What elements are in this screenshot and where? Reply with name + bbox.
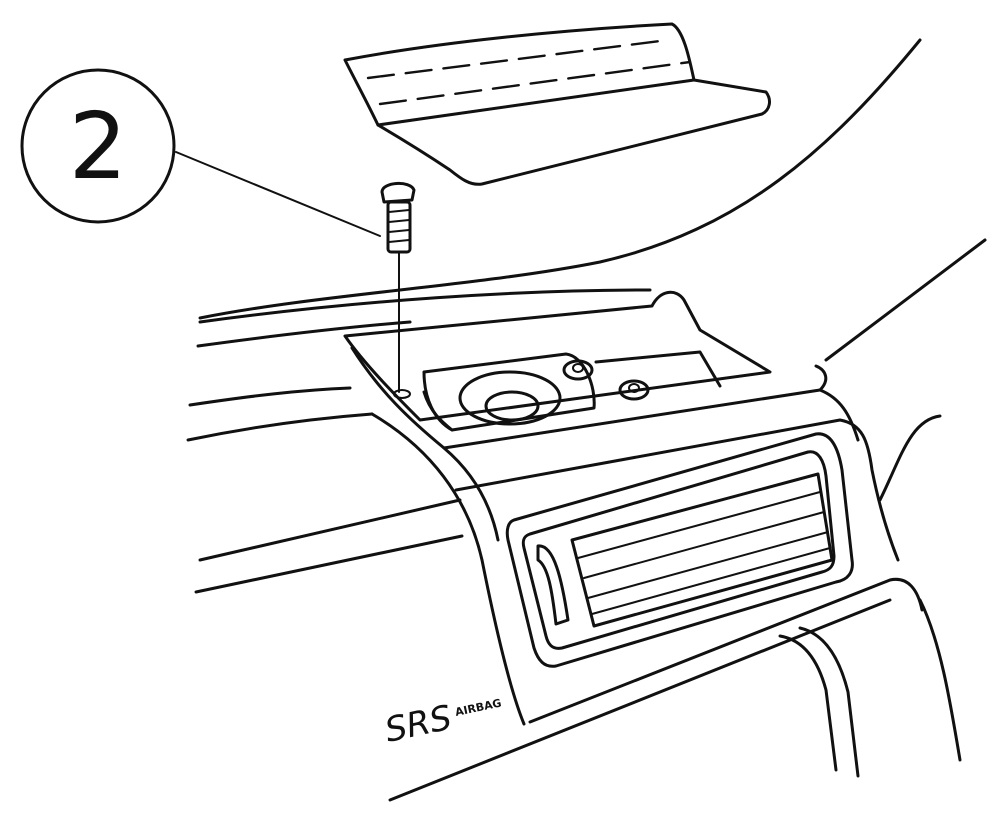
center-console (370, 388, 942, 802)
dashboard-top (186, 288, 652, 594)
airbag-label: AIRBAG (454, 696, 503, 718)
air-vent-icon[interactable] (505, 432, 854, 668)
side-trim-curve (878, 414, 942, 502)
airbag-cover-icon (343, 22, 771, 186)
a-pillar-line (824, 238, 987, 362)
vent-dial[interactable] (536, 544, 570, 626)
windshield-edge (198, 38, 922, 320)
mounting-recess (343, 290, 828, 450)
screw-hole (393, 389, 411, 399)
callout-number: 2 (69, 93, 128, 200)
lower-trim (778, 598, 962, 778)
callout-leader-line (175, 151, 381, 237)
srs-airbag-marking: SRS AIRBAG (382, 696, 503, 750)
srs-label: SRS (382, 698, 456, 751)
nut-icon (618, 379, 650, 401)
callout: 2 (20, 68, 381, 237)
callout-circle (20, 68, 176, 224)
nut-icon (562, 359, 594, 381)
